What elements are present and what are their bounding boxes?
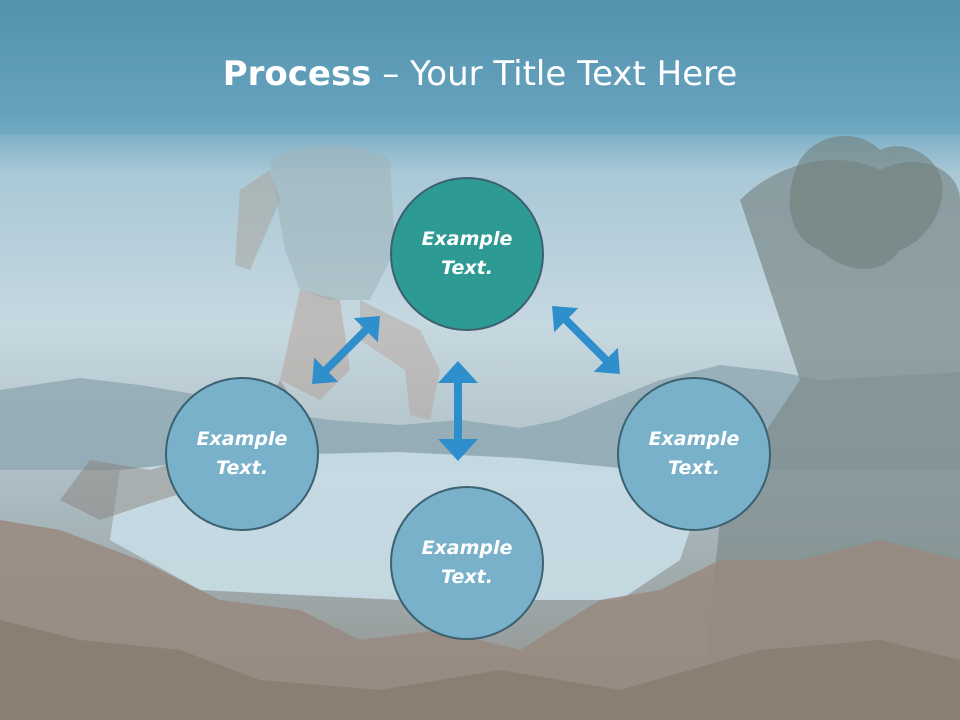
node-right: Example Text. (617, 377, 771, 531)
node-left-label: Example Text. (196, 428, 288, 479)
arrow-top-right (552, 306, 620, 374)
title-rest-text: – Your Title Text Here (371, 54, 738, 94)
node-bottom: Example Text. (390, 486, 544, 640)
node-right-label: Example Text. (648, 428, 740, 479)
arrow-vertical (438, 361, 478, 461)
arrow-top-left (312, 316, 380, 384)
node-bottom-label: Example Text. (421, 537, 513, 588)
node-top: Example Text. (390, 177, 544, 331)
node-top-label: Example Text. (421, 228, 513, 279)
node-left: Example Text. (165, 377, 319, 531)
slide-title: Process – Your Title Text Here (0, 52, 960, 96)
title-bold-text: Process (222, 54, 372, 94)
